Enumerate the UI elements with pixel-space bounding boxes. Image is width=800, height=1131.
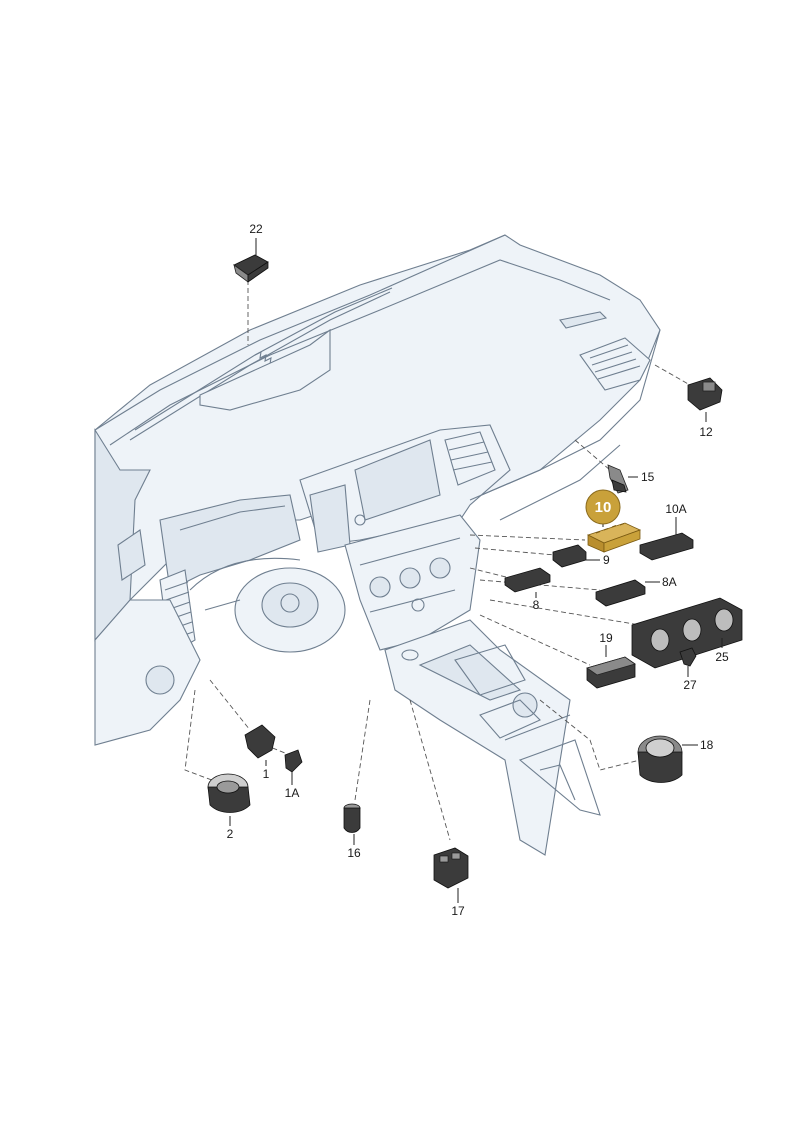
part-16[interactable] [343,803,361,833]
part-2[interactable] [207,773,251,813]
label-15: 15 [641,470,655,484]
label-12: 12 [699,425,713,439]
part-10-highlighted[interactable] [586,522,642,553]
label-leaders [229,238,723,903]
right-air-vent [579,337,651,391]
steering-wheel [189,557,346,653]
part-12[interactable] [687,377,723,411]
part-27[interactable] [679,647,697,667]
label-10A: 10A [665,502,686,516]
part-9[interactable] [552,544,587,568]
part-25[interactable] [631,597,743,669]
label-1: 1 [263,767,270,781]
part-1A[interactable] [284,749,303,773]
dashboard-body [94,234,661,856]
highlight-badge-10[interactable]: 10 [585,489,621,525]
label-9: 9 [603,553,610,567]
label-8A: 8A [662,575,677,589]
part-17[interactable] [433,847,469,889]
part-10A[interactable] [639,532,694,561]
part-19[interactable] [586,656,636,689]
part-1[interactable] [244,724,276,759]
highlight-label: 10 [595,499,612,516]
label-22: 22 [249,222,263,236]
label-17: 17 [451,904,465,918]
center-tunnel-console [384,619,601,856]
label-27: 27 [683,678,697,692]
part-15[interactable] [607,464,629,494]
part-labels: 22 12 15 10A 9 8A 8 19 25 27 18 1 1A 2 1… [227,222,729,918]
center-console-top [299,424,511,553]
part-18[interactable] [637,735,683,783]
part-22[interactable] [233,254,269,283]
label-1A: 1A [285,786,300,800]
label-18: 18 [700,738,714,752]
label-19: 19 [599,631,613,645]
part-8A[interactable] [595,579,646,607]
label-25: 25 [715,650,729,664]
label-8: 8 [533,598,540,612]
label-2: 2 [227,827,234,841]
part-8[interactable] [504,567,551,593]
label-16: 16 [347,846,361,860]
